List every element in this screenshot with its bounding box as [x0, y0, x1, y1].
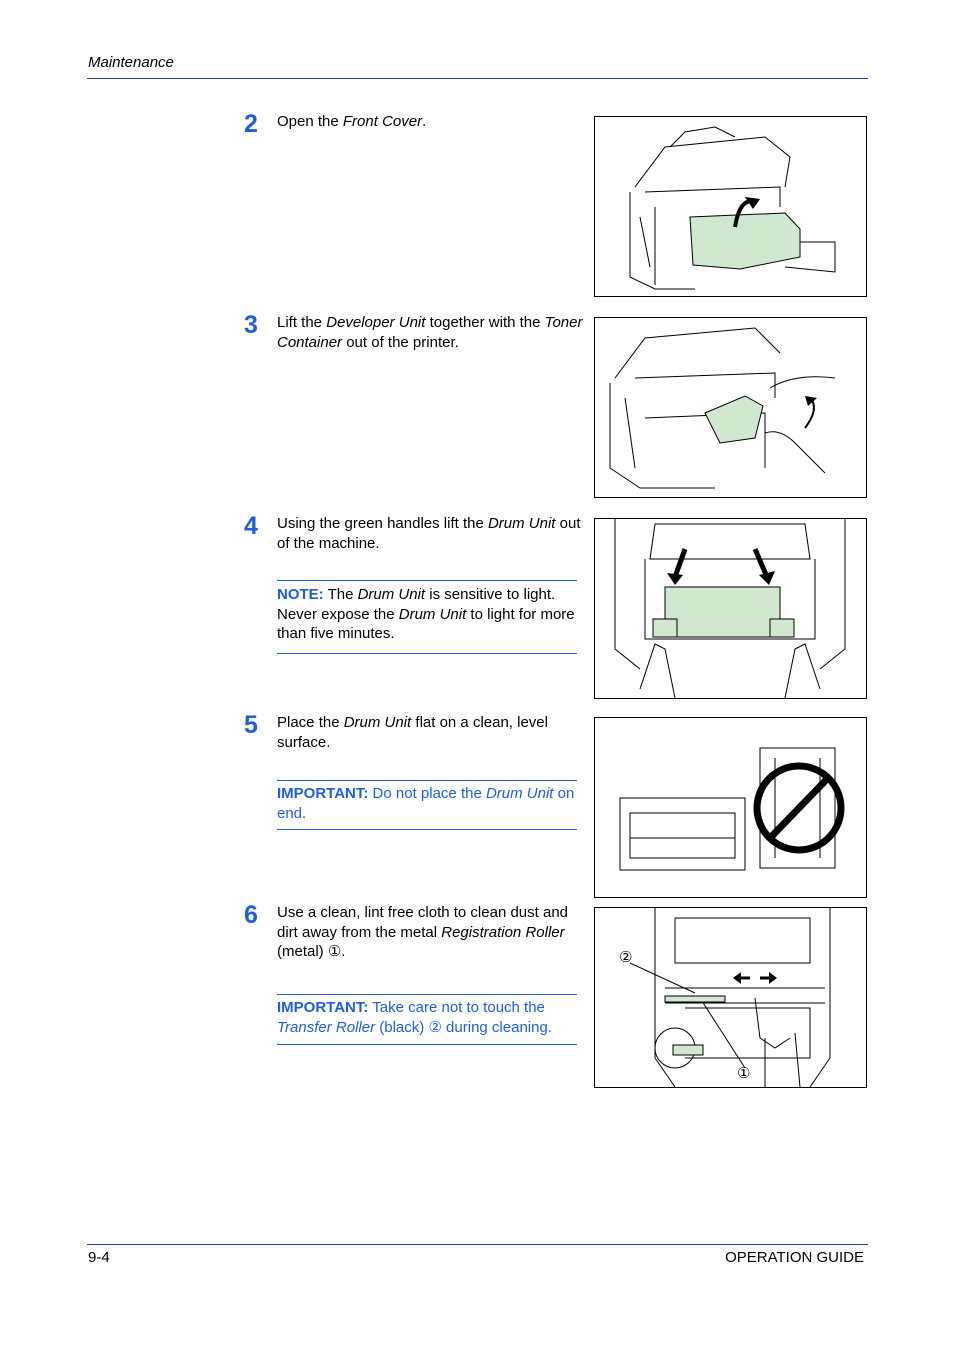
- step-6-important: IMPORTANT: Take care not to touch the Tr…: [277, 994, 577, 1045]
- footer-rule: [87, 1244, 868, 1245]
- step-5-text: Place the Drum Unit flat on a clean, lev…: [277, 714, 548, 751]
- step-5-number: 5: [244, 711, 258, 739]
- developer-unit-illustration: [609, 327, 836, 489]
- printer-front-cover-illustration: [629, 126, 836, 290]
- drum-unit-flat-vs-upright-illustration: [619, 747, 845, 871]
- page-number: 9-4: [88, 1249, 110, 1266]
- step-2-text: Open the Front Cover.: [277, 113, 427, 130]
- prohibited-icon: [753, 762, 845, 854]
- callout-1: ①: [737, 1064, 750, 1082]
- step-4-text: Using the green handles lift the Drum Un…: [277, 515, 581, 552]
- step-2-number: 2: [244, 110, 258, 138]
- header-rule: [87, 78, 868, 79]
- callout-2: ②: [619, 948, 632, 966]
- guide-title: OPERATION GUIDE: [725, 1249, 864, 1266]
- step-5-important: IMPORTANT: Do not place the Drum Unit on…: [277, 780, 577, 830]
- figure-clean-registration-roller: ② ①: [594, 907, 867, 1088]
- drum-unit-removal-illustration: [614, 519, 846, 698]
- step-3-text: Lift the Developer Unit together with th…: [277, 314, 583, 351]
- figure-lift-drum-unit: [594, 518, 867, 699]
- figure-lift-developer-unit: [594, 317, 867, 498]
- registration-roller-cleaning-illustration: ② ①: [619, 908, 831, 1087]
- step-4-number: 4: [244, 512, 258, 540]
- step-6-number: 6: [244, 901, 258, 929]
- figure-drum-unit-placement: [594, 717, 867, 898]
- step-3-number: 3: [244, 311, 258, 339]
- running-header: Maintenance: [88, 54, 174, 71]
- step-4-note: NOTE: The Drum Unit is sensitive to ligh…: [277, 580, 577, 654]
- step-6-text: Use a clean, lint free cloth to clean du…: [277, 904, 569, 960]
- figure-open-front-cover: [594, 116, 867, 297]
